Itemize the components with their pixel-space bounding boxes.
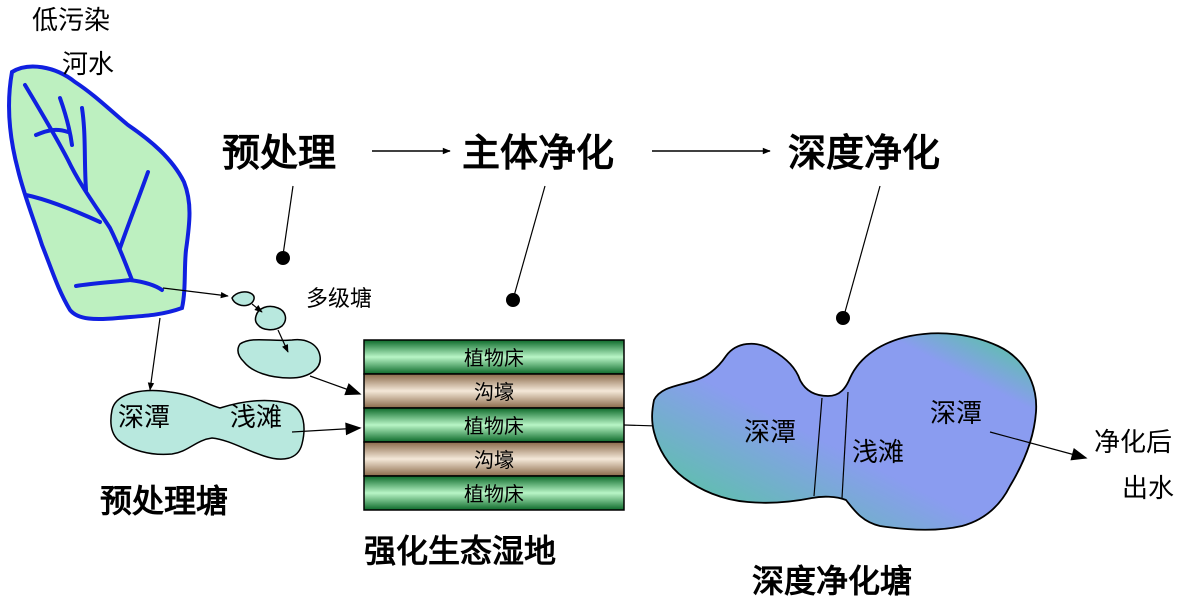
- river-main: [23, 83, 134, 282]
- arrow-pond3-to-wetland: [309, 375, 362, 396]
- leader-dot-pretreatment: [276, 251, 290, 265]
- deep-pond-divider-right: [841, 391, 849, 499]
- pond-1: [231, 291, 255, 307]
- deep-pond-shape: [651, 332, 1038, 531]
- wetland-layer-3-fill: [363, 407, 625, 443]
- arrow-pretreatment-to-wetland: [291, 422, 362, 436]
- pretreatment-pond-shape: [110, 389, 305, 460]
- wetland-layer-4-label: 沟壕: [474, 448, 514, 472]
- leader-dot-deep: [836, 311, 850, 325]
- outlet-label-line1: 净化后: [1094, 428, 1172, 458]
- deep-pond-deep-left-label: 深潭: [744, 418, 796, 448]
- river-network: [23, 83, 164, 292]
- river-branch-1: [58, 96, 74, 147]
- wetland-layer-1: 植物床: [363, 339, 625, 375]
- river-branch-4: [24, 193, 102, 224]
- deep-pond-divider-left: [813, 397, 823, 497]
- source-label-line2: 河水: [62, 50, 114, 80]
- stage-leaders: [276, 185, 881, 325]
- wetland-title: 强化生态湿地: [364, 532, 556, 570]
- arrow-river-to-pretreatment-pond: [147, 317, 161, 391]
- river-branch-6: [74, 277, 164, 292]
- river-branch-2: [34, 127, 70, 137]
- pretreatment-shallow-label: 浅滩: [230, 403, 282, 433]
- leader-line-main: [513, 185, 546, 297]
- pond-3: [237, 338, 321, 379]
- wetland-layer-4: 沟壕: [363, 441, 625, 477]
- pond-2: [254, 305, 287, 331]
- wetland-layer-2-label: 沟壕: [474, 380, 514, 404]
- wetland-layer-3: 植物床: [363, 407, 625, 443]
- stage-deep: 深度净化: [788, 131, 940, 175]
- deep-pond-title: 深度净化塘: [752, 562, 912, 600]
- leader-line-deep: [844, 185, 881, 313]
- pretreatment-deep-label: 深潭: [118, 403, 170, 433]
- wetland-layer-5: 植物床: [363, 475, 625, 511]
- wetland-layer-5-label: 植物床: [464, 482, 524, 506]
- wetland-layer-1-fill: [363, 339, 625, 375]
- stage-main: 主体净化: [462, 131, 614, 175]
- wetland-layer-1-label: 植物床: [464, 346, 524, 370]
- arrow-river-to-pond1: [162, 287, 229, 299]
- stage-pretreatment: 预处理: [222, 131, 336, 175]
- deep-pond-shallow-label: 浅滩: [852, 438, 904, 468]
- wetland-block: 植物床 沟壕 植物床 沟壕 植物床: [363, 339, 625, 511]
- wetland-layer-2-fill: [363, 373, 625, 409]
- deep-pond-deep-right-label: 深潭: [930, 399, 982, 429]
- pretreatment-pond-title: 预处理塘: [100, 482, 228, 520]
- outlet-label-line2: 出水: [1122, 474, 1174, 504]
- leader-line-pretreatment: [282, 185, 294, 256]
- river-branch-3: [80, 106, 88, 192]
- leader-dot-main: [506, 293, 520, 307]
- multi-pond-arrows: [162, 287, 362, 396]
- river-branch-5: [118, 170, 150, 250]
- multi-pond-label: 多级塘: [306, 287, 372, 312]
- wetland-layer-3-label: 植物床: [464, 414, 524, 438]
- multi-level-ponds: [231, 291, 321, 379]
- catchment-area: [7, 64, 192, 321]
- wetland-layer-2: 沟壕: [363, 373, 625, 409]
- source-label-line1: 低污染: [32, 6, 110, 36]
- arrow-outlet: [989, 431, 1088, 461]
- arrow-pond1-to-pond2: [251, 303, 263, 313]
- arrow-pond2-to-pond3: [277, 329, 289, 353]
- wetland-layer-5-fill: [363, 475, 625, 511]
